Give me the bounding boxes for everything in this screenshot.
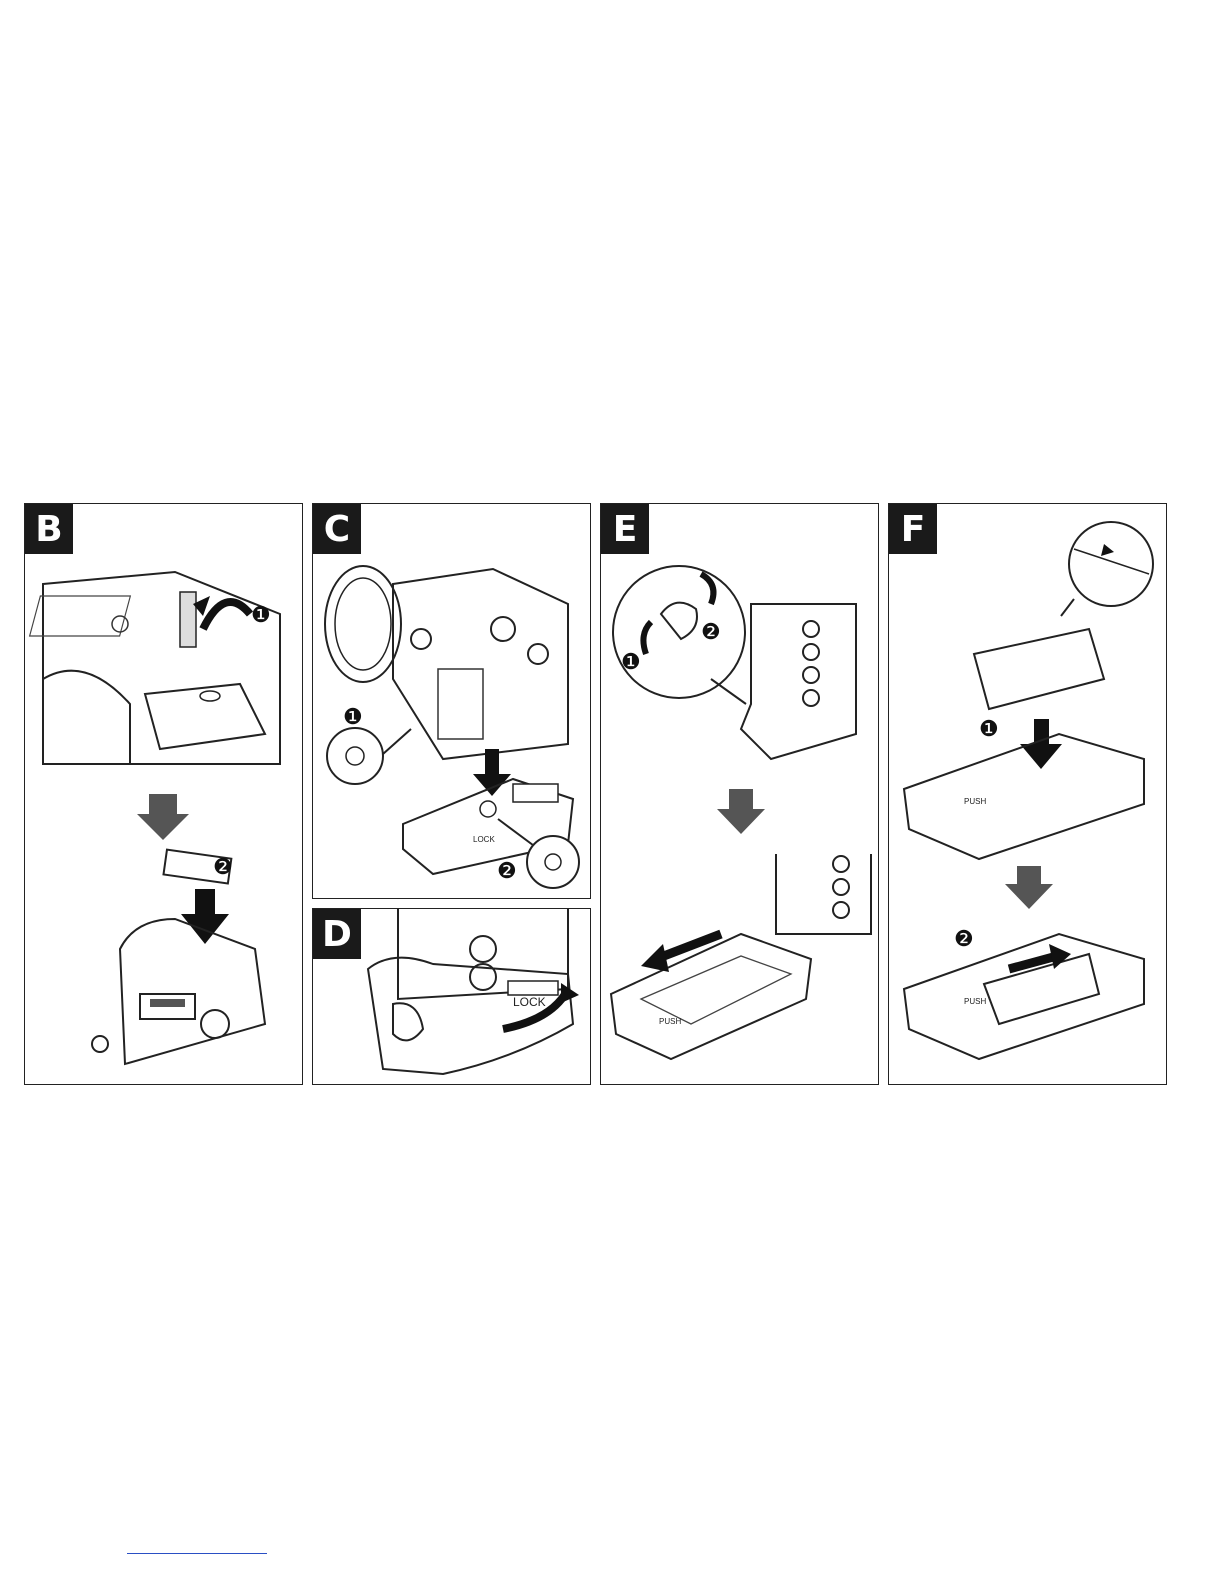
illustration-lock-grip: LOCK xyxy=(313,909,592,1086)
panel-c: C ❶ LOCK ❷ xyxy=(312,503,591,899)
step-one-marker: ❶ xyxy=(251,602,271,627)
illustration-insert-battery: ❶ PUSH ❷ PUSH xyxy=(889,504,1168,1086)
push-imprint: PUSH xyxy=(659,1017,681,1026)
lock-imprint: LOCK xyxy=(513,995,546,1009)
down-arrow-icon xyxy=(137,794,189,840)
step-one-marker: ❶ xyxy=(343,704,363,729)
down-arrow-icon xyxy=(1005,866,1053,909)
step-two-marker: ❷ xyxy=(213,854,233,879)
step-two-marker: ❷ xyxy=(497,858,517,883)
illustration-remove-battery-holder: ❶ ❷ PUSH xyxy=(601,504,880,1086)
panel-f: F ❶ PUSH ❷ PUSH xyxy=(888,503,1167,1085)
push-imprint: PUSH xyxy=(964,797,986,806)
panel-d: D LOCK xyxy=(312,908,591,1085)
illustration-attach-grip: ❶ LOCK ❷ xyxy=(313,504,592,900)
footer-rule xyxy=(127,1553,267,1554)
lock-imprint: LOCK xyxy=(473,835,495,844)
illustration-remove-contact-cover: ❶ ❷ xyxy=(25,504,304,1086)
step-two-marker: ❷ xyxy=(701,619,721,644)
step-one-marker: ❶ xyxy=(621,649,641,674)
panel-b: B ❶ ❷ xyxy=(24,503,303,1085)
down-arrow-icon xyxy=(717,789,765,834)
step-two-marker: ❷ xyxy=(954,926,974,951)
push-imprint: PUSH xyxy=(964,997,986,1006)
step-one-marker: ❶ xyxy=(979,716,999,741)
panel-e: E ❶ ❷ PUSH xyxy=(600,503,879,1085)
